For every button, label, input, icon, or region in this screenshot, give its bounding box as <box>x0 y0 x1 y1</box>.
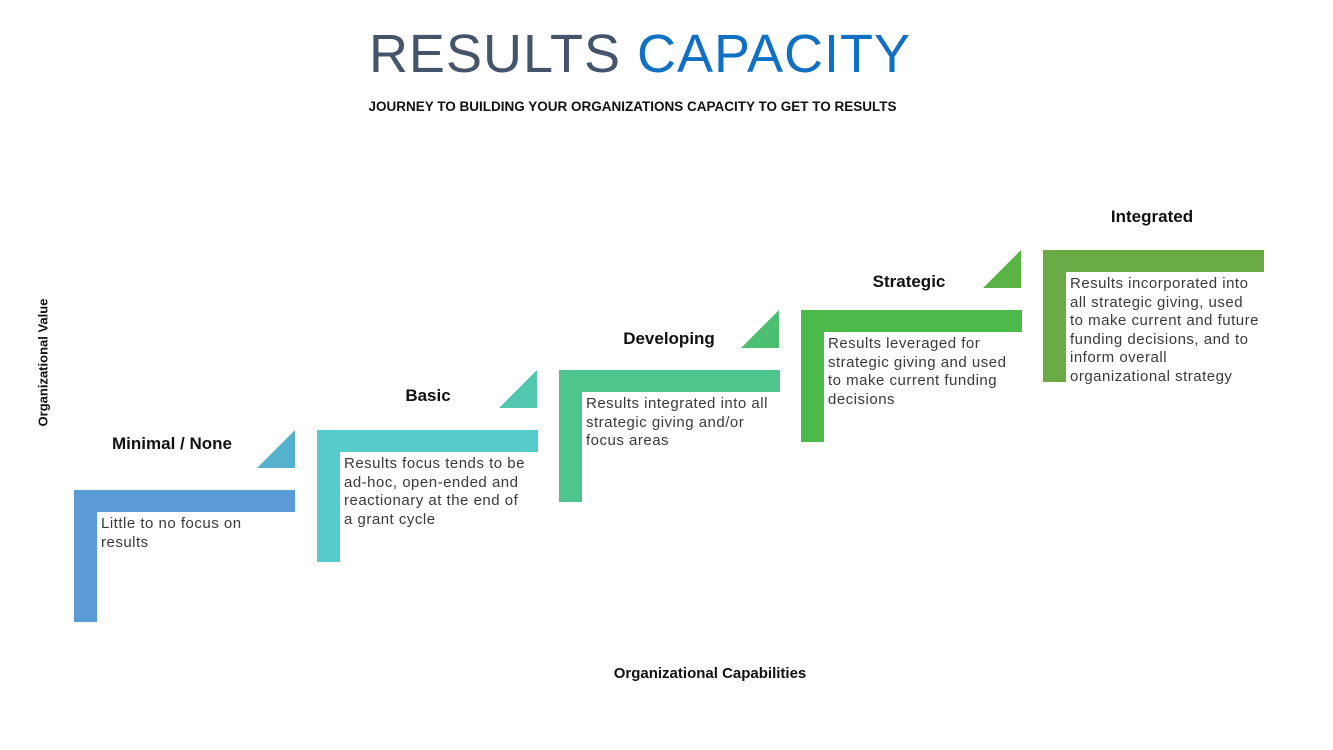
title-capacity: CAPACITY <box>637 24 912 84</box>
stage-bar <box>559 370 780 392</box>
stage-bar <box>317 430 538 452</box>
stage-description: Little to no focus on results <box>101 515 242 551</box>
stage-basic: Results focus tends to be ad-hoc, open-e… <box>317 430 538 562</box>
stage-bar <box>74 490 295 512</box>
stage-label-integrated: Integrated <box>1110 207 1194 226</box>
step-triangle-icon <box>983 250 1021 288</box>
stage-bar <box>1043 250 1264 272</box>
stage-bar <box>74 490 97 622</box>
title-results: RESULTS <box>368 24 621 84</box>
stage-bar <box>317 430 340 562</box>
stage-minimal: Little to no focus on results <box>74 490 295 622</box>
stage-label-developing: Developing <box>623 329 715 348</box>
step-triangle-icon <box>257 430 295 468</box>
stage-bar <box>1043 250 1066 382</box>
stage-description: Results incorporated into all strategic … <box>1070 275 1259 385</box>
y-axis-label: Organizational Value <box>35 298 51 427</box>
stage-bar <box>801 310 1022 332</box>
stage-bar <box>559 370 582 502</box>
stage-description: Results integrated into all strategic gi… <box>586 395 768 449</box>
stage-label-basic: Basic <box>405 386 451 405</box>
stage-strategic: Results leveraged for strategic giving a… <box>801 310 1022 442</box>
stage-label-minimal: Minimal / None <box>112 434 232 453</box>
stage-developing: Results integrated into all strategic gi… <box>559 370 780 502</box>
step-triangle-icon <box>741 310 779 348</box>
page-title: RESULTS CAPACITY <box>0 24 1280 84</box>
subtitle: JOURNEY TO BUILDING YOUR ORGANIZATIONS C… <box>368 99 897 114</box>
stage-label-strategic: Strategic <box>872 272 946 291</box>
stage-integrated: Results incorporated into all strategic … <box>1043 250 1264 385</box>
x-axis-label: Organizational Capabilities <box>613 665 807 682</box>
stage-description: Results focus tends to be ad-hoc, open-e… <box>344 455 525 528</box>
stage-bar <box>801 310 824 442</box>
step-triangle-icon <box>499 370 537 408</box>
stage-description: Results leveraged for strategic giving a… <box>828 335 1007 408</box>
